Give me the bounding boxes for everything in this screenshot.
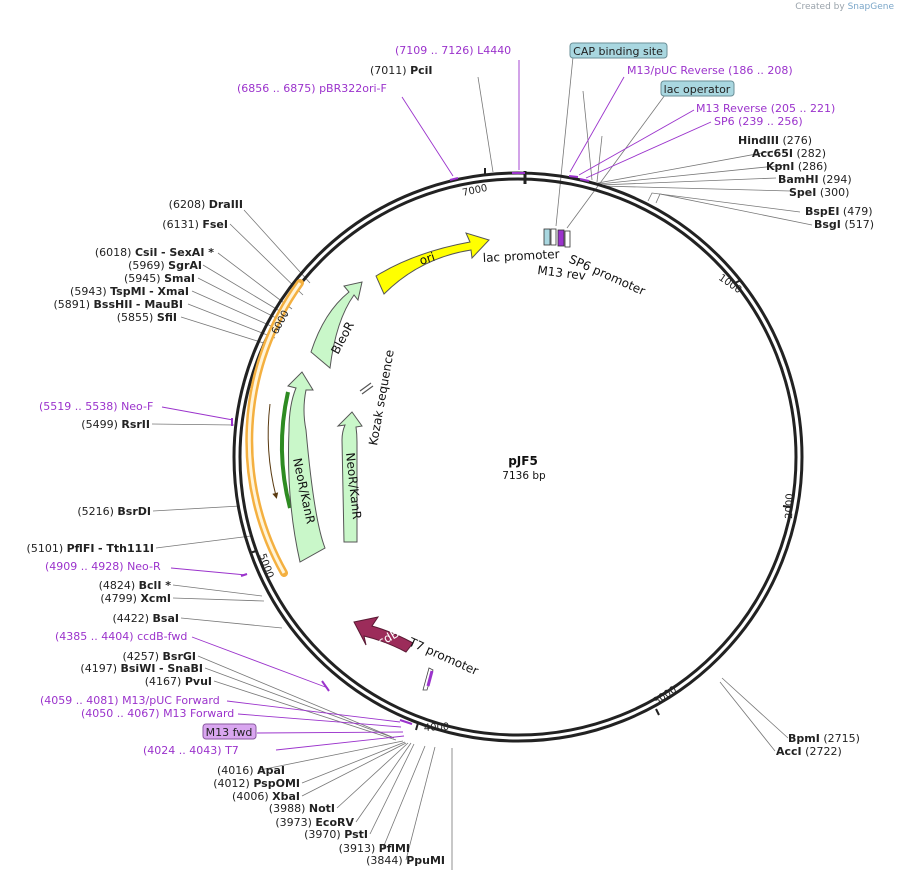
site-kpni: KpnI (286) [766,160,827,173]
cap-binding-site-box: CAP binding site [569,42,668,59]
primer-pbr322ori-f: (6856 .. 6875) pBR322ori-F [237,82,387,95]
site-fsei: (6131) FseI [162,218,228,231]
site-bsrdi: (5216) BsrDI [77,505,151,518]
primer-ccdb-fwd: (4385 .. 4404) ccdB-fwd [55,630,187,643]
lac-operator-label: lac operator [664,83,731,96]
site-bsshii-maubi: (5891) BssHII - MauBI [53,298,183,311]
site-acc65i: Acc65I (282) [752,147,826,160]
site-bamhi: BamHI (294) [778,173,852,186]
right-site-labels: (7011) PciI HindIII (276) Acc65I (282) K… [370,64,874,758]
plasmid-length: 7136 bp [502,470,546,482]
t7-promoter-feature [422,667,434,691]
site-apai: (4016) ApaI [217,764,285,777]
primer-t7: (4024 .. 4043) T7 [143,744,239,757]
primer-neo-f: (5519 .. 5538) Neo-F [39,400,153,413]
site-xcmi: (4799) XcmI [100,592,171,605]
site-pcii: (7011) PciI [370,64,433,77]
ori-label: ori [418,250,437,268]
lac-operator-box: lac operator [660,80,735,97]
primer-m13-puc-reverse: M13/pUC Reverse (186 .. 208) [627,64,793,77]
tick-label-4000: 4000 [424,722,450,734]
site-rsrii: (5499) RsrII [81,418,150,431]
primer-marks [231,172,590,725]
site-bsrgi: (4257) BsrGI [122,650,196,663]
credit-prefix: Created by [795,2,845,12]
site-bpmi: BpmI (2715) [788,732,860,745]
neor-outer-arrow [287,371,326,563]
primer-m13-puc-forward: (4059 .. 4081) M13/pUC Forward [40,694,220,707]
site-pflfi-tth111i: (5101) PflFI - Tth111I [27,542,154,555]
tick-label-7000: 7000 [461,183,488,199]
site-pvui: (4167) PvuI [145,675,212,688]
kozak-mark [359,382,374,395]
m13-fwd-box: M13 fwd [202,723,257,740]
lac-promoter-label: lac promoter [482,247,559,265]
primer-leader-lines [161,60,712,751]
tick-label-2000: 2000 [784,493,796,519]
cap-binding-site-label: CAP binding site [573,45,663,58]
site-acci: AccI (2722) [776,745,842,758]
site-ecorv: (3973) EcoRV [275,816,354,829]
primer-neo-r: (4909 .. 4928) Neo-R [45,560,161,573]
site-ppumi: (3844) PpuMI [366,854,445,867]
backbone-inner [238,177,798,737]
snapgene-credit: Created by SnapGene [795,2,894,12]
site-psti: (3970) PstI [304,828,368,841]
plasmid-name: pJF5 [508,454,538,468]
primer-l4440: (7109 .. 7126) L4440 [395,44,511,57]
site-smai: (5945) SmaI [124,272,195,285]
lac-features [543,228,571,248]
neor-inner-label: NeoR/KanR [343,452,364,520]
site-sgrai: (5969) SgrAI [128,259,202,272]
site-sfii: (5855) SfiI [117,311,177,324]
site-spei: SpeI (300) [789,186,849,199]
green-feature-arc [280,391,292,509]
site-pflmi: (3913) PflMI [339,842,410,855]
tick-label-3000: 3000 [652,684,679,707]
site-xbai: (4006) XbaI [232,790,300,803]
site-tspmi-xmai: (5943) TspMI - XmaI [70,285,189,298]
primer-sp6: SP6 (239 .. 256) [714,115,803,128]
t7-promoter-label: T7 promoter [406,635,481,679]
orange-feature-arc-core [247,282,302,574]
primer-m13-forward: (4050 .. 4067) M13 Forward [81,707,234,720]
site-bsai: (4422) BsaI [112,612,179,625]
m13-fwd-label: M13 fwd [206,726,253,739]
site-csii-sexai: (6018) CsiI - SexAI * [95,246,214,259]
left-site-labels: (6208) DraIII (6131) FseI (6018) CsiI - … [27,198,445,867]
ccdb-arrow [353,616,414,653]
site-draiii: (6208) DraIII [169,198,243,211]
primer-m13-reverse: M13 Reverse (205 .. 221) [696,102,835,115]
snapgene-logo: SnapGene [847,2,894,12]
orange-arc-arrow [267,403,279,499]
ori-arrow [375,232,490,295]
primer-labels: (7109 .. 7126) L4440 (6856 .. 6875) pBR3… [39,44,835,757]
site-bspei: BspEI (479) [805,205,873,218]
bleor-arrow [310,281,363,369]
site-noti: (3988) NotI [269,802,335,815]
kozak-label: Kozak sequence [366,349,397,447]
m13-rev-label: M13 rev [537,263,587,283]
site-pspomi: (4012) PspOMI [213,777,300,790]
leader-lines [151,56,813,870]
neor-inner-arrow [336,411,363,543]
site-hindiii: HindIII (276) [738,134,812,147]
site-bsiwi-snabi: (4197) BsiWI - SnaBI [80,662,203,675]
site-bsgi: BsgI (517) [814,218,874,231]
site-bcli: (4824) BclI * [99,579,172,592]
